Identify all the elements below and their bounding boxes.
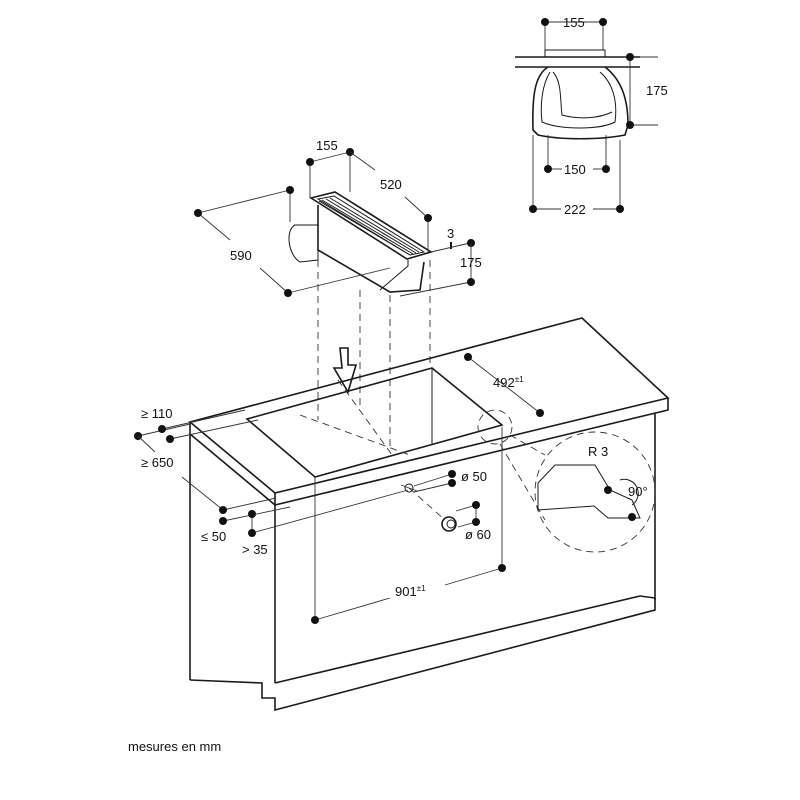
module-flange-label: 3	[447, 226, 454, 241]
module-length-label: 520	[380, 177, 402, 192]
downdraft-module: 155 520 590 3 175	[194, 138, 482, 450]
front-edge-label: ≤ 50	[201, 529, 226, 544]
profile-inner-width-label: 150	[564, 162, 586, 177]
side-clearance-label: > 35	[242, 542, 268, 557]
cabinet: 492±1 ≥ 110 ≥ 650 ≤ 50 > 35 ø 50 ø 60 90…	[134, 317, 670, 712]
module-depth-label: 590	[230, 248, 252, 263]
profile-width-top-label: 155	[563, 15, 585, 30]
edge-detail: R 3 90°	[477, 409, 656, 553]
cutout-depth-label: 492±1	[493, 375, 524, 390]
hole-small-label: ø 50	[461, 469, 487, 484]
angle-label: 90°	[628, 484, 648, 499]
profile-outer-width-label: 222	[564, 202, 586, 217]
hole-large-label: ø 60	[465, 527, 491, 542]
worktop-depth-label: ≥ 650	[141, 455, 173, 470]
profile-height-label: 175	[646, 83, 668, 98]
module-width-label: 155	[316, 138, 338, 153]
profile-view: 155 175 150 222	[515, 15, 668, 217]
module-height-label: 175	[460, 255, 482, 270]
radius-label: R 3	[588, 444, 608, 459]
units-note: mesures en mm	[128, 739, 222, 754]
front-distance-label: ≥ 110	[141, 406, 172, 421]
cutout-length-label: 901±1	[395, 584, 426, 599]
